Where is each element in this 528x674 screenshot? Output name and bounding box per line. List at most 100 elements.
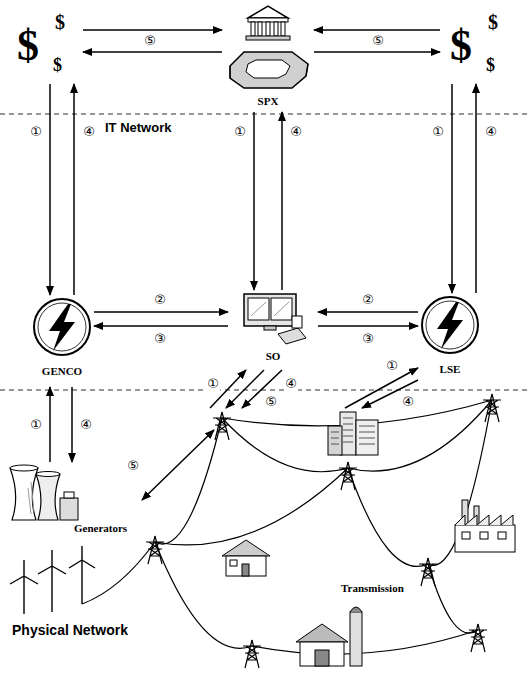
rect-shape: [328, 426, 342, 455]
path-shape: [10, 560, 38, 614]
money-symbol: $: [17, 24, 39, 68]
flow-arrow: [242, 370, 282, 408]
circle-shape: [38, 303, 86, 351]
rect-shape: [462, 532, 470, 539]
path-shape: [69, 546, 95, 604]
path-shape: [428, 564, 478, 633]
path-shape: [230, 64, 308, 78]
connectors: [50, 30, 476, 462]
path-shape: [252, 630, 478, 654]
path-shape: [251, 302, 289, 316]
path-shape: [155, 418, 222, 544]
flow-arrow: [253, 112, 255, 290]
flow-arrow: [318, 325, 418, 327]
rect-shape: [264, 326, 276, 330]
flow-arrow: [314, 51, 440, 53]
operator-node: SO: [228, 290, 318, 370]
path-shape: [155, 468, 348, 545]
money-symbol: $: [55, 12, 65, 32]
callout-number: ③: [361, 332, 375, 346]
money-node: $ $ $: [440, 12, 512, 84]
region-title: Physical Network: [12, 622, 128, 638]
farm: [296, 607, 362, 666]
polygon-shape: [296, 624, 348, 642]
exchange-icon: [222, 2, 314, 92]
rect-shape: [350, 612, 362, 666]
circle-shape: [422, 297, 478, 353]
icon-holder: [30, 295, 94, 359]
computer-icon: [228, 290, 318, 348]
bolt-icon: [30, 295, 94, 359]
node-label: SPX: [258, 95, 279, 108]
polygon-shape: [230, 52, 308, 88]
node-label: LSE: [440, 363, 461, 376]
office-building: [328, 412, 378, 455]
node-label: GENCO: [42, 365, 82, 378]
genco-node: GENCO: [30, 295, 94, 387]
flow-arrow: [451, 84, 453, 293]
bolt-icon: [418, 293, 482, 357]
network-label: Transmission: [340, 582, 405, 594]
exchange-node: SPX: [222, 2, 314, 112]
money-symbol: $: [488, 12, 498, 32]
flow-arrow: [94, 311, 228, 313]
callout-number: ④: [284, 377, 298, 391]
flow-arrow: [475, 84, 477, 293]
callout-number: ④: [401, 395, 415, 409]
path-shape: [10, 468, 38, 520]
rect-shape: [258, 22, 262, 36]
use-shape: [419, 558, 437, 586]
rect-shape: [300, 642, 344, 666]
rect-shape: [246, 36, 290, 40]
cooling-tower-icon: [4, 462, 84, 522]
polygon-shape: [49, 304, 75, 351]
path-shape: [38, 550, 66, 612]
flow-arrow: [226, 370, 264, 408]
flow-arrow: [362, 380, 418, 408]
callout-number: ①: [385, 359, 399, 373]
polygon-shape: [278, 328, 306, 344]
callout-number: ④: [289, 125, 303, 139]
tower-symbols: [146, 394, 501, 668]
callout-number: ①: [233, 125, 247, 139]
callout-number: ①: [431, 125, 445, 139]
network-band: GeneratorsPhysical Network: [0, 408, 528, 674]
rect-shape: [315, 650, 329, 666]
ellipse-shape: [10, 465, 38, 471]
supply-arrow: [142, 430, 214, 500]
path-shape: [455, 515, 513, 525]
money-symbol: $: [450, 24, 472, 68]
flow-arrow: [83, 51, 222, 53]
lse-node: LSE: [418, 293, 482, 385]
rect-shape: [480, 532, 488, 539]
callout-number: ④: [79, 418, 93, 432]
flow-arrow: [49, 387, 51, 462]
polygon-shape: [222, 540, 270, 556]
divider-line: [0, 390, 528, 391]
rect-shape: [248, 18, 288, 22]
flow-arrow: [94, 325, 228, 327]
money-node: $$$: [15, 12, 83, 84]
use-shape: [146, 536, 164, 564]
use-shape: [243, 640, 261, 668]
callout-number: ①: [206, 377, 220, 391]
wind-turbines: [10, 546, 95, 614]
circle-shape: [426, 301, 474, 349]
money-symbol: $: [486, 56, 495, 74]
path-shape: [348, 468, 428, 566]
callout-number: ①: [29, 418, 43, 432]
factory: [455, 500, 515, 552]
rect-shape: [292, 316, 302, 328]
callout-number: ④: [484, 125, 498, 139]
path-shape: [36, 474, 60, 520]
rect-shape: [226, 556, 266, 576]
path-shape: [331, 418, 375, 444]
flow-arrow: [49, 84, 51, 295]
callout-number: ②: [361, 293, 375, 307]
polygon-shape: [246, 60, 290, 78]
use-shape: [469, 624, 487, 652]
callout-number: ⑤: [371, 34, 385, 48]
rect-shape: [274, 22, 278, 36]
flow-arrow: [318, 311, 418, 313]
